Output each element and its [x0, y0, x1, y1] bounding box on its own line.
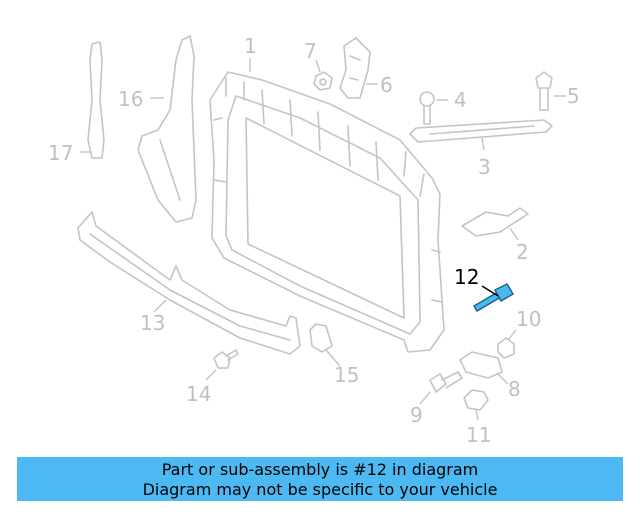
callout-12: 12 — [454, 265, 479, 289]
callout-7: 7 — [304, 39, 317, 63]
bolt-9 — [429, 371, 463, 393]
bracket-6 — [339, 37, 371, 99]
bolt-5 — [535, 71, 553, 111]
lower-beam-13 — [77, 211, 301, 355]
callout-16: 16 — [118, 87, 143, 111]
bolt-4 — [419, 91, 435, 125]
callout-1: 1 — [244, 34, 257, 58]
leader-8 — [497, 373, 509, 385]
callout-9: 9 — [410, 403, 423, 427]
leader-11 — [475, 409, 479, 421]
air-guide-16 — [137, 35, 197, 223]
nut-7 — [313, 71, 333, 91]
bracket-2 — [461, 207, 529, 237]
bolt-12-highlighted — [473, 283, 514, 312]
leader-9 — [419, 391, 431, 405]
side-guide-17 — [87, 41, 105, 159]
bracket-8 — [459, 351, 503, 379]
leader-2 — [509, 227, 519, 241]
callout-2: 2 — [516, 240, 529, 264]
clip-11 — [463, 389, 489, 411]
callout-11: 11 — [466, 423, 491, 447]
callout-6: 6 — [380, 73, 393, 97]
callout-13: 13 — [140, 311, 165, 335]
leader-14 — [205, 369, 217, 381]
banner-line-2: Diagram may not be specific to your vehi… — [142, 480, 498, 499]
leader-15 — [325, 349, 341, 367]
callout-3: 3 — [478, 155, 491, 179]
parts-diagram: 1 2 3 4 5 6 7 8 9 10 11 12 13 14 15 16 1… — [48, 34, 580, 447]
bolt-14 — [213, 349, 239, 369]
callout-4: 4 — [454, 88, 467, 112]
bracket-3 — [409, 119, 553, 143]
callout-15: 15 — [334, 363, 359, 387]
clip-15 — [309, 323, 333, 353]
callout-8: 8 — [508, 377, 521, 401]
callout-10: 10 — [516, 307, 541, 331]
callout-17: 17 — [48, 141, 73, 165]
leader-10 — [507, 329, 517, 341]
leader-7 — [315, 59, 321, 73]
leader-13 — [153, 299, 167, 313]
radiator-support-frame — [209, 71, 445, 353]
nut-10 — [497, 337, 515, 359]
info-banner: Part or sub-assembly is #12 in diagram D… — [17, 457, 623, 501]
leader-3 — [481, 137, 485, 151]
banner-line-1: Part or sub-assembly is #12 in diagram — [161, 460, 479, 479]
callout-5: 5 — [567, 84, 580, 108]
callout-14: 14 — [186, 382, 211, 406]
leader-12 — [481, 285, 499, 297]
